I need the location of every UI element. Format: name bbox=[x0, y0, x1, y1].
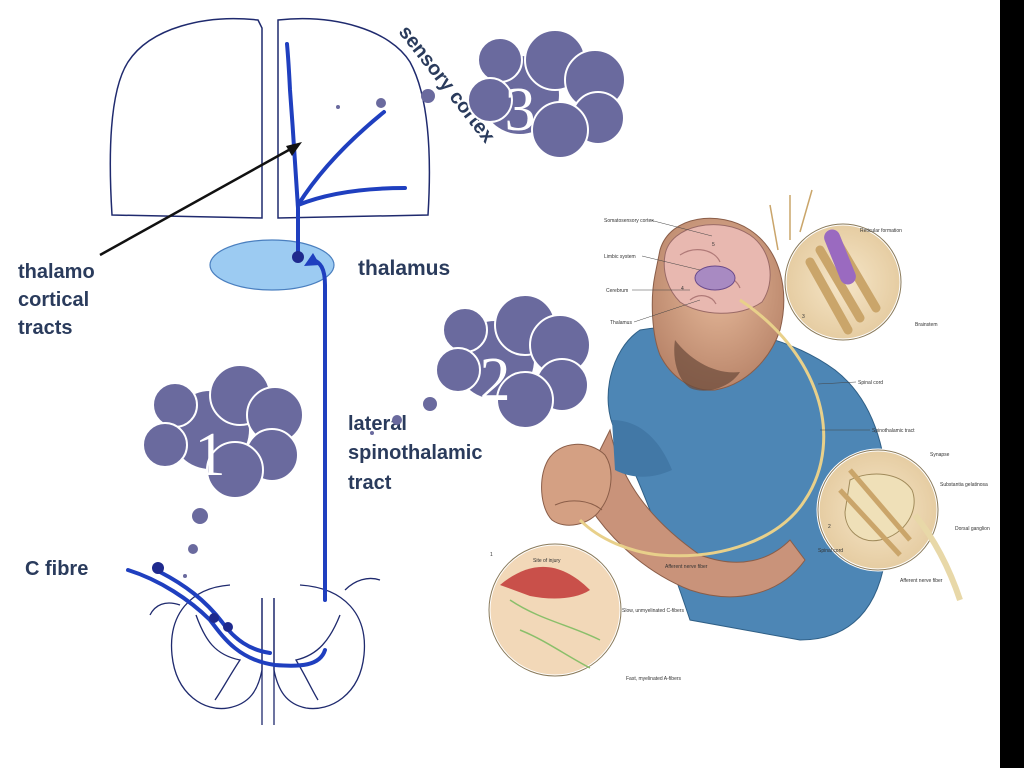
brain-region-labels: Somatosensory cortex Limbic system Cereb… bbox=[604, 218, 713, 326]
callout-3-tail-dot-1 bbox=[421, 89, 435, 103]
callout-cloud-3 bbox=[467, 29, 626, 159]
svg-text:tract: tract bbox=[348, 472, 392, 494]
svg-text:Afferent nerve fiber: Afferent nerve fiber bbox=[665, 564, 708, 570]
svg-text:Dorsal ganglion: Dorsal ganglion bbox=[955, 526, 990, 532]
inset-3-reticular-formation: Reticular formation Brainstem 3 bbox=[783, 222, 938, 342]
svg-text:3: 3 bbox=[802, 314, 805, 320]
svg-text:Brainstem: Brainstem bbox=[915, 322, 938, 328]
right-edge-bar bbox=[1000, 0, 1024, 768]
lateral-spinothalamic-tract-label: lateral spinothalamic tract bbox=[348, 413, 482, 494]
c-fibre-label: C fibre bbox=[25, 558, 88, 580]
svg-text:Cerebrum: Cerebrum bbox=[606, 288, 628, 294]
nerve-path bbox=[578, 298, 826, 558]
c-fibre-branch bbox=[158, 570, 272, 655]
svg-text:Fast, myelinated A-fibers: Fast, myelinated A-fibers bbox=[626, 676, 682, 682]
thalamus-label: thalamus bbox=[358, 257, 450, 280]
brain-outline bbox=[109, 17, 431, 219]
callout-1-tail-dot-3 bbox=[183, 574, 187, 578]
callout-2-number: 2 bbox=[480, 346, 511, 414]
limbic-structure bbox=[694, 265, 736, 291]
beard bbox=[674, 340, 740, 391]
svg-text:cortical: cortical bbox=[18, 289, 89, 311]
svg-text:1: 1 bbox=[490, 552, 493, 558]
dorsal-ganglion-fiber bbox=[912, 513, 963, 601]
inset-3-fibers bbox=[769, 189, 813, 251]
callout-3-tail-dot-3 bbox=[336, 105, 340, 109]
spinal-labels: Spinal cord Spinothalamic tract bbox=[817, 380, 915, 434]
callout-cloud-2 bbox=[435, 294, 591, 429]
svg-text:Somatosensory cortex: Somatosensory cortex bbox=[604, 218, 654, 224]
callout-2-tail-dot-3 bbox=[370, 431, 374, 435]
callout-2-tail-dot-2 bbox=[392, 415, 402, 425]
thalamo-cortical-tract-line bbox=[285, 42, 300, 260]
cortical-branch-1 bbox=[296, 110, 386, 207]
sleeve bbox=[612, 420, 672, 477]
svg-text:lateral: lateral bbox=[348, 413, 407, 435]
svg-text:thalamo: thalamo bbox=[18, 261, 95, 283]
thalamo-cortical-pointer bbox=[99, 144, 297, 257]
svg-text:Slow, unmyelinated C-fibers: Slow, unmyelinated C-fibers bbox=[622, 608, 684, 614]
patient-illustration: 5 4 Somatosensory cortex Limbic system C… bbox=[487, 189, 990, 682]
callout-1-tail-dot-1 bbox=[192, 508, 208, 524]
svg-text:Site of injury: Site of injury bbox=[533, 558, 561, 564]
thalamus-arrowhead bbox=[304, 253, 320, 266]
svg-text:Synapse: Synapse bbox=[930, 452, 950, 458]
c-fibre-line bbox=[126, 568, 327, 668]
svg-text:2: 2 bbox=[828, 524, 831, 530]
cortical-branch-2 bbox=[296, 186, 407, 207]
pathway-lines bbox=[126, 42, 407, 668]
inset-1-site-of-injury: Site of injury Slow, unmyelinated C-fibe… bbox=[487, 542, 684, 682]
svg-text:Spinal cord: Spinal cord bbox=[818, 548, 843, 554]
svg-text:Limbic system: Limbic system bbox=[604, 254, 636, 260]
svg-text:5: 5 bbox=[712, 242, 715, 248]
callout-cloud-1 bbox=[142, 364, 304, 499]
inset-2-spinal-cord: Synapse Substantia gelatinosa Dorsal gan… bbox=[816, 448, 990, 584]
lateral-spinothalamic-tract-line bbox=[311, 258, 327, 602]
svg-text:spinothalamic: spinothalamic bbox=[348, 442, 482, 464]
svg-text:Spinal cord: Spinal cord bbox=[858, 380, 883, 386]
svg-text:Substantia gelatinosa: Substantia gelatinosa bbox=[940, 482, 988, 488]
callout-2-tail-dot-1 bbox=[423, 397, 437, 411]
callout-3-number: 3 bbox=[505, 76, 536, 144]
thalamo-cortical-tracts-label: thalamo cortical tracts bbox=[18, 261, 95, 339]
callout-3-tail-dot-2 bbox=[376, 98, 386, 108]
thalamo-cortical-pointer-head bbox=[286, 142, 302, 156]
svg-text:Reticular formation: Reticular formation bbox=[860, 228, 902, 234]
thalamus-shape bbox=[209, 239, 335, 291]
svg-text:Thalamus: Thalamus bbox=[610, 320, 632, 326]
svg-text:Afferent nerve fiber: Afferent nerve fiber bbox=[900, 578, 943, 584]
svg-text:tracts: tracts bbox=[18, 317, 72, 339]
thalamus-synapse-dot bbox=[292, 251, 304, 263]
arm bbox=[579, 428, 806, 598]
dorsal-horn-dot-2 bbox=[223, 622, 233, 632]
callout-1-number: 1 bbox=[195, 421, 226, 489]
dorsal-horn-dot-1 bbox=[209, 613, 219, 623]
svg-text:Spinothalamic tract: Spinothalamic tract bbox=[872, 428, 915, 434]
svg-text:4: 4 bbox=[681, 286, 684, 292]
c-fibre-terminal-dot bbox=[152, 562, 164, 574]
callout-1-tail-dot-2 bbox=[188, 544, 198, 554]
